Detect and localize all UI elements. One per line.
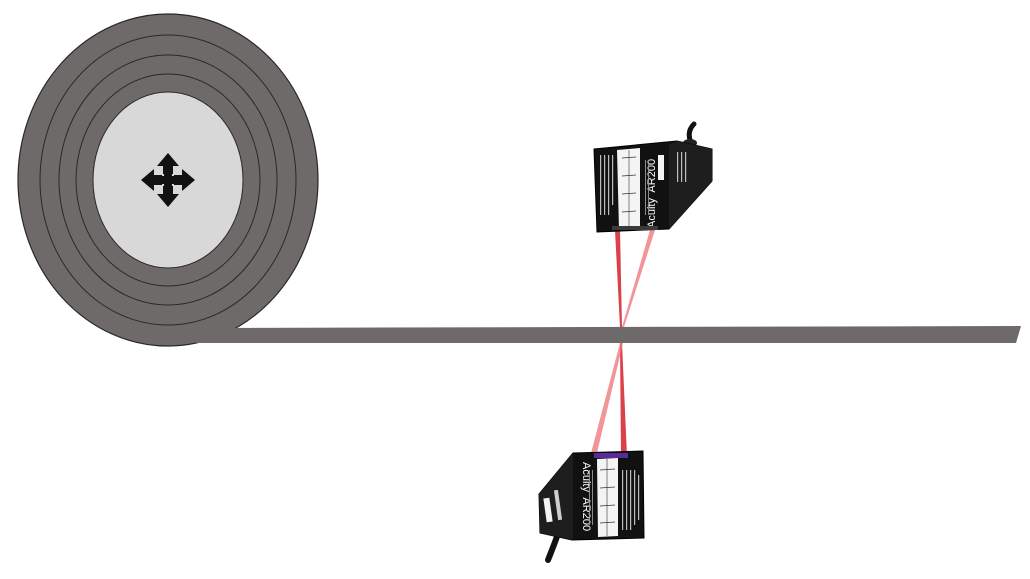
top-sensor-ar200: Acuity AR200 xyxy=(593,121,713,233)
sensor-window xyxy=(612,226,658,230)
sensor-cable xyxy=(686,121,697,143)
laser-beam-reflected xyxy=(622,230,655,327)
bottom-sensor-ar200: Acuity AR200 xyxy=(538,450,645,563)
sensor-fine-print xyxy=(589,470,640,530)
material-roll xyxy=(17,13,319,347)
sensor-window xyxy=(594,453,628,458)
roll-layer-ring xyxy=(58,54,278,306)
bottom-sensor-brand: Acuity AR200 xyxy=(580,462,592,531)
top-sensor-brand: Acuity AR200 xyxy=(646,159,658,228)
sensor-serial-label xyxy=(658,155,664,180)
bottom-laser-beams xyxy=(590,343,627,457)
top-laser-beams xyxy=(615,230,655,327)
roll-layer-ring xyxy=(39,34,297,326)
laser-beam xyxy=(615,230,622,327)
sensor-label-panel xyxy=(617,148,640,230)
move-arrows-icon xyxy=(141,153,195,207)
roll-layer-ring xyxy=(75,73,261,287)
sensor-label-panel xyxy=(597,458,618,537)
web-material-strip xyxy=(196,326,1021,343)
laser-beam xyxy=(620,343,627,456)
sensor-serial-label xyxy=(543,497,553,523)
sensor-side-face xyxy=(669,141,712,229)
sensor-ce-label xyxy=(553,489,563,521)
sensor-fine-print xyxy=(600,152,687,215)
laser-beam-reflected xyxy=(590,343,623,457)
